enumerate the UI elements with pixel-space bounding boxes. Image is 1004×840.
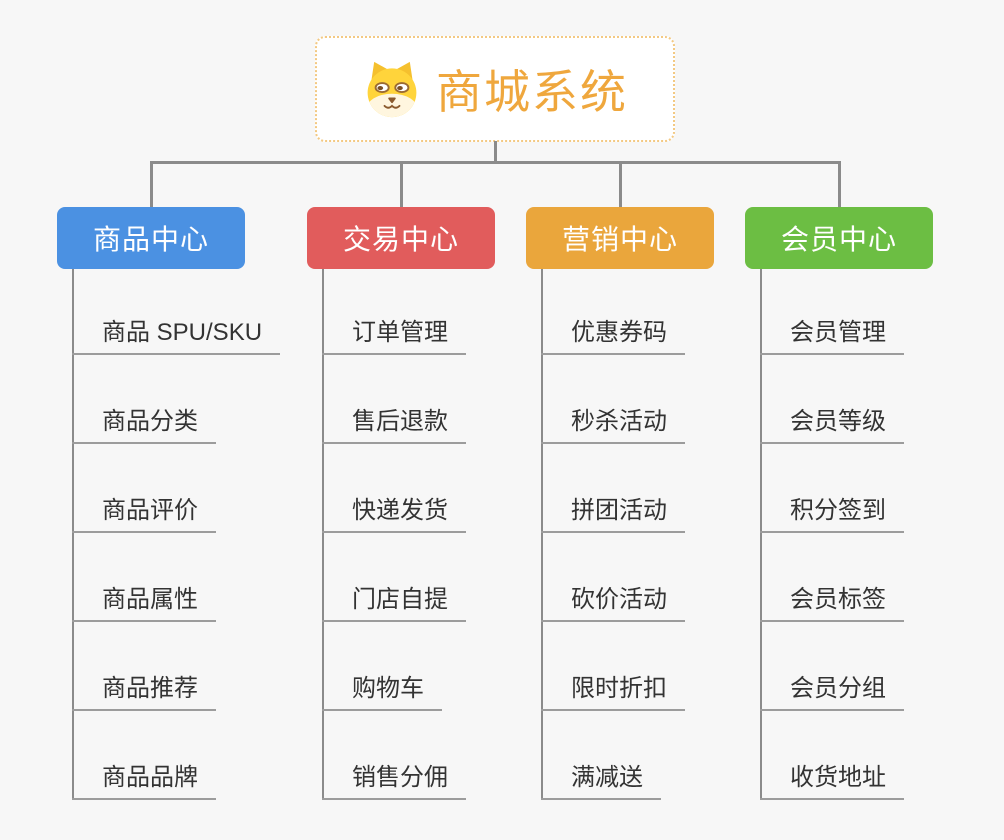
root-title: 商城系统 bbox=[436, 66, 628, 118]
leaf-node-marketing-center-4[interactable]: 限时折扣 bbox=[541, 672, 685, 711]
leaf-node-trade-center-5[interactable]: 销售分佣 bbox=[322, 761, 466, 800]
leaf-node-product-center-3[interactable]: 商品属性 bbox=[72, 583, 216, 622]
connector-trunk-trade-center bbox=[322, 269, 324, 800]
leaf-node-trade-center-2[interactable]: 快递发货 bbox=[322, 494, 466, 533]
leaf-node-member-center-1[interactable]: 会员等级 bbox=[760, 405, 904, 444]
connector-horizontal-rail bbox=[150, 161, 841, 164]
connector-trunk-member-center bbox=[760, 269, 762, 800]
branch-node-product-center[interactable]: 商品中心 bbox=[57, 207, 245, 269]
connector-stub-trade-center bbox=[399, 161, 403, 209]
connector-stub-marketing-center bbox=[618, 161, 622, 209]
leaf-node-member-center-3[interactable]: 会员标签 bbox=[760, 583, 904, 622]
leaf-node-marketing-center-0[interactable]: 优惠券码 bbox=[541, 316, 685, 355]
branch-label-marketing-center: 营销中心 bbox=[561, 224, 678, 255]
connector-root-trunk bbox=[494, 141, 497, 162]
connector-trunk-marketing-center bbox=[541, 269, 543, 800]
leaf-node-member-center-0[interactable]: 会员管理 bbox=[760, 316, 904, 355]
branch-node-member-center[interactable]: 会员中心 bbox=[745, 207, 933, 269]
connector-stub-member-center bbox=[837, 161, 841, 209]
leaf-node-trade-center-4[interactable]: 购物车 bbox=[322, 672, 442, 711]
branch-label-product-center: 商品中心 bbox=[92, 224, 209, 255]
connector-trunk-product-center bbox=[72, 269, 74, 800]
leaf-node-marketing-center-2[interactable]: 拼团活动 bbox=[541, 494, 685, 533]
leaf-node-product-center-0[interactable]: 商品 SPU/SKU bbox=[72, 316, 281, 355]
leaf-node-trade-center-1[interactable]: 售后退款 bbox=[322, 405, 466, 444]
leaf-node-member-center-4[interactable]: 会员分组 bbox=[760, 672, 904, 711]
leaf-node-product-center-2[interactable]: 商品评价 bbox=[72, 494, 216, 533]
branch-label-trade-center: 交易中心 bbox=[342, 224, 459, 255]
leaf-node-member-center-5[interactable]: 收货地址 bbox=[760, 761, 904, 800]
leaf-node-marketing-center-1[interactable]: 秒杀活动 bbox=[541, 405, 685, 444]
leaf-node-marketing-center-5[interactable]: 满减送 bbox=[541, 761, 661, 800]
leaf-node-product-center-4[interactable]: 商品推荐 bbox=[72, 672, 216, 711]
leaf-node-marketing-center-3[interactable]: 砍价活动 bbox=[541, 583, 685, 622]
branch-node-marketing-center[interactable]: 营销中心 bbox=[526, 207, 714, 269]
branch-node-trade-center[interactable]: 交易中心 bbox=[307, 207, 495, 269]
leaf-node-product-center-1[interactable]: 商品分类 bbox=[72, 405, 216, 444]
connector-stub-product-center bbox=[149, 161, 153, 209]
root-node[interactable]: 商城系统 bbox=[315, 36, 675, 142]
leaf-node-trade-center-3[interactable]: 门店自提 bbox=[322, 583, 466, 622]
leaf-node-trade-center-0[interactable]: 订单管理 bbox=[322, 316, 466, 355]
dog-face-icon bbox=[362, 59, 422, 119]
leaf-node-product-center-5[interactable]: 商品品牌 bbox=[72, 761, 216, 800]
leaf-node-member-center-2[interactable]: 积分签到 bbox=[760, 494, 904, 533]
branch-label-member-center: 会员中心 bbox=[780, 224, 897, 255]
